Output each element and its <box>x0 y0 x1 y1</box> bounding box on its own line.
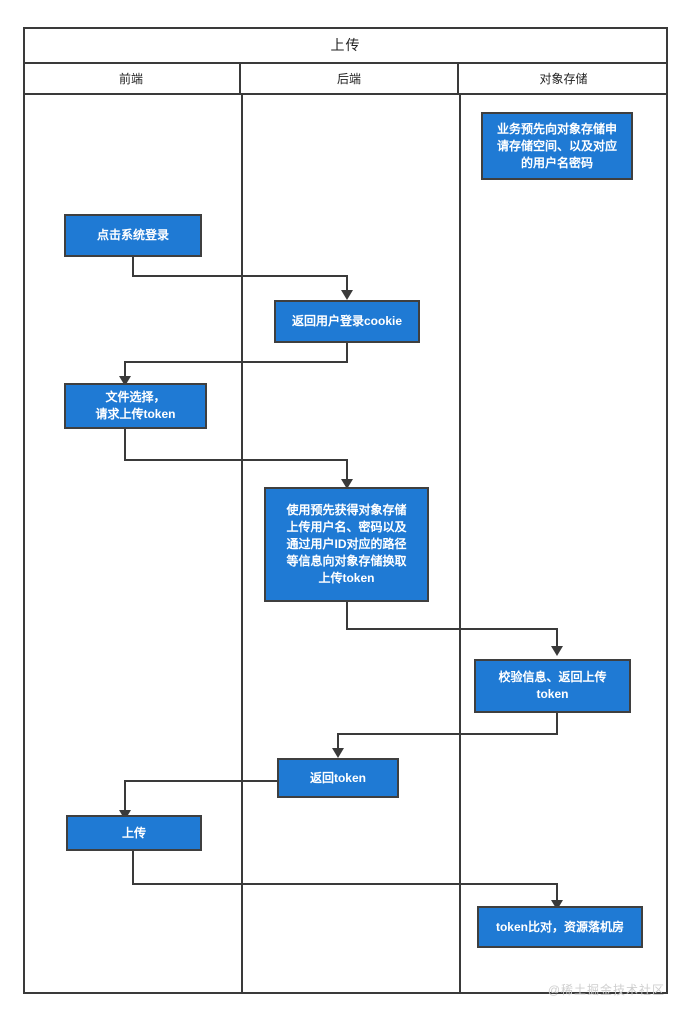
edge-n4-n5-v2 <box>346 459 348 482</box>
diagram-title: 上传 <box>23 27 668 64</box>
node-file-select-request-token[interactable]: 文件选择， 请求上传token <box>64 383 207 429</box>
edge-n6-n7-arrowhead <box>332 748 344 758</box>
node-token-compare-store[interactable]: token比对，资源落机房 <box>477 906 643 948</box>
edge-n7-n8-h <box>124 780 338 782</box>
node-return-token[interactable]: 返回token <box>277 758 399 798</box>
lane-header-row: 前端 后端 对象存储 <box>23 64 668 95</box>
edge-n3-n4-arrowhead <box>119 376 131 386</box>
edge-n5-n6-v1 <box>346 602 348 630</box>
edge-n2-n3-h <box>132 275 348 277</box>
lane-header-frontend: 前端 <box>23 64 241 93</box>
node-verify-return-upload-token[interactable]: 校验信息、返回上传 token <box>474 659 631 713</box>
edge-n6-n7-h <box>337 733 558 735</box>
edge-n6-n7-v1 <box>556 713 558 735</box>
edge-n2-n3-v1 <box>132 257 134 277</box>
edge-n4-n5-h <box>124 459 348 461</box>
edge-n8-n9-v1 <box>132 851 134 885</box>
edge-n6-n7-v2 <box>337 733 339 750</box>
edge-n8-n9-h <box>132 883 558 885</box>
lane-divider-2 <box>459 95 461 994</box>
node-exchange-upload-token[interactable]: 使用预先获得对象存储 上传用户名、密码以及 通过用户ID对应的路径 等信息向对象… <box>264 487 429 602</box>
edge-n2-n3-arrowhead <box>341 290 353 300</box>
edge-n5-n6-arrowhead <box>551 646 563 656</box>
node-upload[interactable]: 上传 <box>66 815 202 851</box>
edge-n4-n5-arrowhead <box>341 479 353 489</box>
edge-n4-n5-v1 <box>124 429 126 461</box>
edge-n3-n4-v2 <box>124 361 126 379</box>
lane-divider-1 <box>241 95 243 994</box>
edge-n3-n4-v1 <box>346 343 348 363</box>
edge-n8-n9-arrowhead <box>551 900 563 910</box>
edge-n5-n6-v2 <box>556 628 558 648</box>
edge-n8-n9-v2 <box>556 883 558 902</box>
watermark: @稀土掘金技术社区 <box>547 983 665 997</box>
lane-header-backend: 后端 <box>241 64 459 93</box>
node-object-storage-prepare[interactable]: 业务预先向对象存储申 请存储空间、以及对应 的用户名密码 <box>481 112 633 180</box>
lane-header-object-storage: 对象存储 <box>539 72 588 86</box>
node-system-login-click[interactable]: 点击系统登录 <box>64 214 202 257</box>
node-return-login-cookie[interactable]: 返回用户登录cookie <box>274 300 420 343</box>
edge-n7-n8-v2 <box>124 780 126 812</box>
edge-n2-n3-v2 <box>346 275 348 293</box>
edge-n5-n6-h <box>346 628 558 630</box>
edge-n3-n4-h <box>124 361 348 363</box>
